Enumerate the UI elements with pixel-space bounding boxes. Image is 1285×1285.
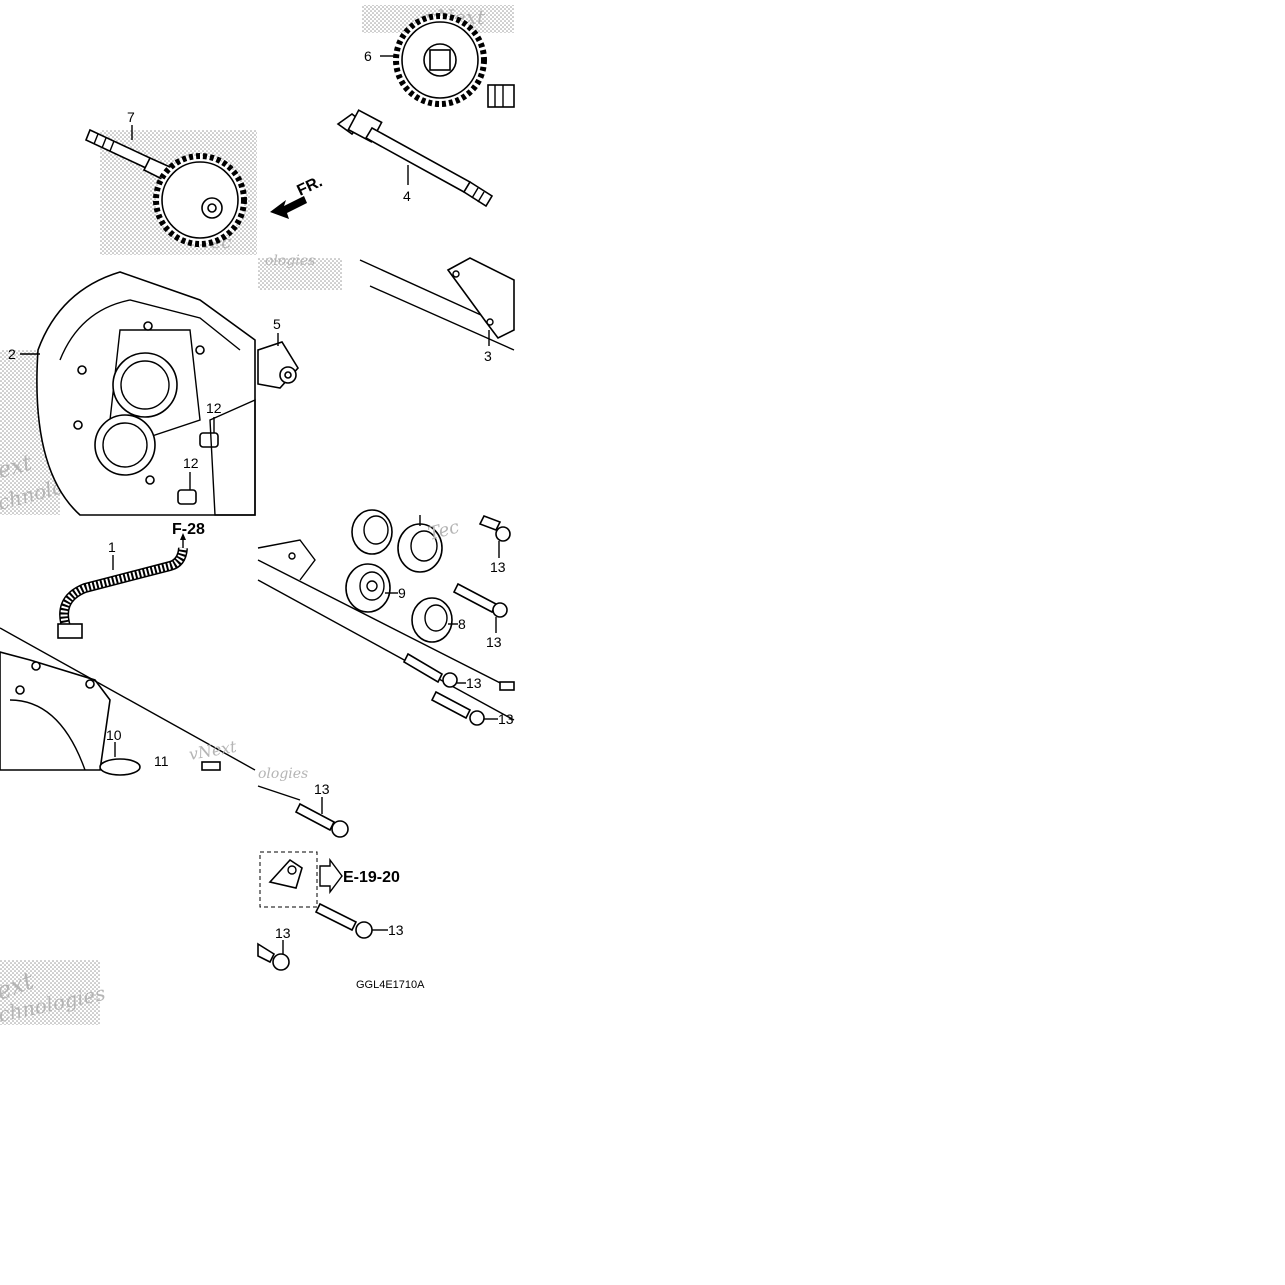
watermark-text: ologies [265,253,315,269]
callout-6: 6 [364,48,372,64]
left-case-2 [36,271,256,516]
bolt-13d [430,690,485,726]
bolt-13g [257,942,290,971]
tile-bolts: ologies 13 E-19-20 13 13 GGL4E1710A [257,766,425,991]
shaft-7 [84,128,247,247]
bearing-upper-a [351,509,393,555]
callout-13c: 13 [466,675,482,691]
tile-bearings: 9 8 Tec 13 13 13 13 [257,509,515,727]
callout-10: 10 [106,727,122,743]
tile-final-shaft: Tec 7 FR. [84,109,326,255]
watermark-text: Tec [426,516,462,544]
callout-12b: 12 [183,455,199,471]
callout-12a: 12 [206,400,222,416]
callout-9: 9 [398,585,406,601]
tile-gasket: 5 3 [257,257,515,389]
bolt-13a [478,514,511,542]
detail-box [259,851,318,908]
dowel-12b [177,489,197,505]
bolt-partial [499,681,515,691]
tile-watermark: ext chnologies [0,960,107,1027]
callout-8: 8 [458,616,466,632]
shaft-4 [336,109,494,208]
callout-7: 7 [127,109,135,125]
bearing-8 [411,597,453,643]
callout-13g: 13 [275,925,291,941]
gear-6 [393,13,487,107]
ref-e1920: E-19-20 [343,869,400,886]
watermark-text: ologies [258,766,308,782]
callout-13a: 13 [490,559,506,575]
hollow-arrow-icon [319,857,343,895]
tile-breather: 1 F-28 10 11 vNext [0,521,256,776]
callout-4: 4 [403,188,411,204]
callout-5: 5 [273,316,281,332]
callout-1: 1 [108,539,116,555]
diagram-code: GGL4E1710A [356,979,425,991]
callout-13b: 13 [486,634,502,650]
bolt-13f [314,902,373,939]
bolt-13c [402,652,458,688]
right-case-cover [0,627,256,776]
gear-partial [487,84,515,108]
bolt-11-partial [201,761,221,771]
breather-tube-1 [57,533,188,639]
callout-13f: 13 [388,922,404,938]
bearing-9 [345,563,391,613]
callout-11: 11 [154,753,169,769]
dowel-12a [199,432,219,448]
front-arrow-icon [270,196,307,219]
callout-13e: 13 [314,781,330,797]
callout-3: 3 [484,348,492,364]
gear-5 [257,341,299,389]
watermark-screen [258,258,342,290]
tile-countershaft: vNext 6 4 [336,5,515,208]
watermark-text: vNext [187,737,238,764]
gasket-3 [446,257,515,340]
bolt-13b [452,582,508,618]
watermark-screen [0,960,100,1025]
front-label: FR. [295,173,326,199]
tile-left-case: ologies ext chnologies 2 12 [0,253,342,516]
callout-13d: 13 [498,711,514,727]
ref-f28: F-28 [172,521,205,538]
callout-2: 2 [8,346,16,362]
bolt-13e [294,802,349,838]
